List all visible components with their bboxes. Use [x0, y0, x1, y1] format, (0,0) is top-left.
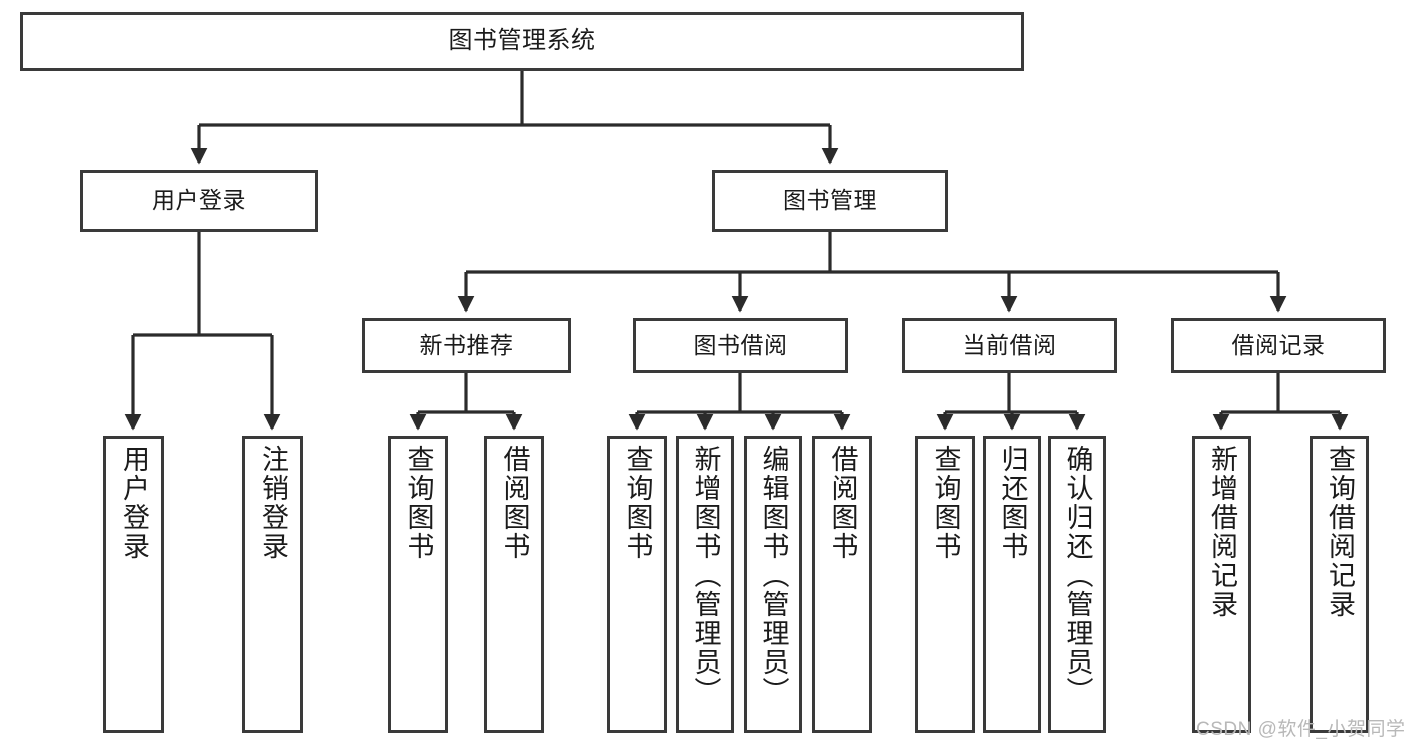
- node-leaf-book-borrow-add[interactable]: 新增图书（管理员）: [676, 436, 734, 733]
- node-label: 编辑图书（管理员）: [758, 445, 789, 706]
- node-label: 确认归还（管理员）: [1062, 445, 1093, 706]
- node-label: 查询借阅记录: [1325, 445, 1355, 619]
- node-leaf-current-borrow-query[interactable]: 查询图书: [915, 436, 975, 733]
- node-leaf-borrow-record-add[interactable]: 新增借阅记录: [1192, 436, 1251, 733]
- node-label: 用户登录: [152, 187, 246, 214]
- node-label: 图书管理系统: [448, 27, 596, 55]
- node-label: 新增图书（管理员）: [690, 445, 721, 706]
- node-user-login[interactable]: 用户登录: [80, 170, 318, 232]
- node-label: 借阅记录: [1231, 331, 1326, 358]
- node-label: 注销登录: [258, 445, 288, 561]
- node-leaf-user-login-login[interactable]: 用户登录: [103, 436, 164, 733]
- node-label: 当前借阅: [962, 331, 1057, 358]
- node-leaf-new-book-query[interactable]: 查询图书: [388, 436, 448, 733]
- node-label: 查询图书: [930, 445, 961, 561]
- node-leaf-new-book-borrow[interactable]: 借阅图书: [484, 436, 544, 733]
- csdn-watermark: CSDN @软件_小贺同学: [1196, 719, 1405, 740]
- node-borrow-record[interactable]: 借阅记录: [1171, 318, 1386, 373]
- node-leaf-book-borrow-query[interactable]: 查询图书: [607, 436, 667, 733]
- node-new-book-recommend[interactable]: 新书推荐: [362, 318, 571, 373]
- node-leaf-borrow-record-query[interactable]: 查询借阅记录: [1310, 436, 1369, 733]
- node-label: 用户登录: [119, 445, 149, 561]
- node-current-borrow[interactable]: 当前借阅: [902, 318, 1117, 373]
- node-label: 查询图书: [622, 445, 653, 561]
- node-leaf-current-borrow-confirm-return[interactable]: 确认归还（管理员）: [1048, 436, 1106, 733]
- node-label: 新书推荐: [419, 331, 514, 358]
- node-leaf-user-login-logout[interactable]: 注销登录: [242, 436, 303, 733]
- node-label: 图书管理: [783, 187, 877, 214]
- node-root-book-management-system[interactable]: 图书管理系统: [20, 12, 1024, 71]
- node-label: 图书借阅: [693, 331, 788, 358]
- node-label: 查询图书: [403, 445, 434, 561]
- node-leaf-current-borrow-return[interactable]: 归还图书: [983, 436, 1041, 733]
- node-label: 借阅图书: [827, 445, 858, 561]
- node-label: 新增借阅记录: [1207, 445, 1237, 619]
- node-leaf-book-borrow-borrow[interactable]: 借阅图书: [812, 436, 872, 733]
- node-book-borrow[interactable]: 图书借阅: [633, 318, 848, 373]
- node-label: 借阅图书: [499, 445, 530, 561]
- node-leaf-book-borrow-edit[interactable]: 编辑图书（管理员）: [744, 436, 802, 733]
- node-book-management[interactable]: 图书管理: [712, 170, 948, 232]
- node-label: 归还图书: [997, 445, 1028, 561]
